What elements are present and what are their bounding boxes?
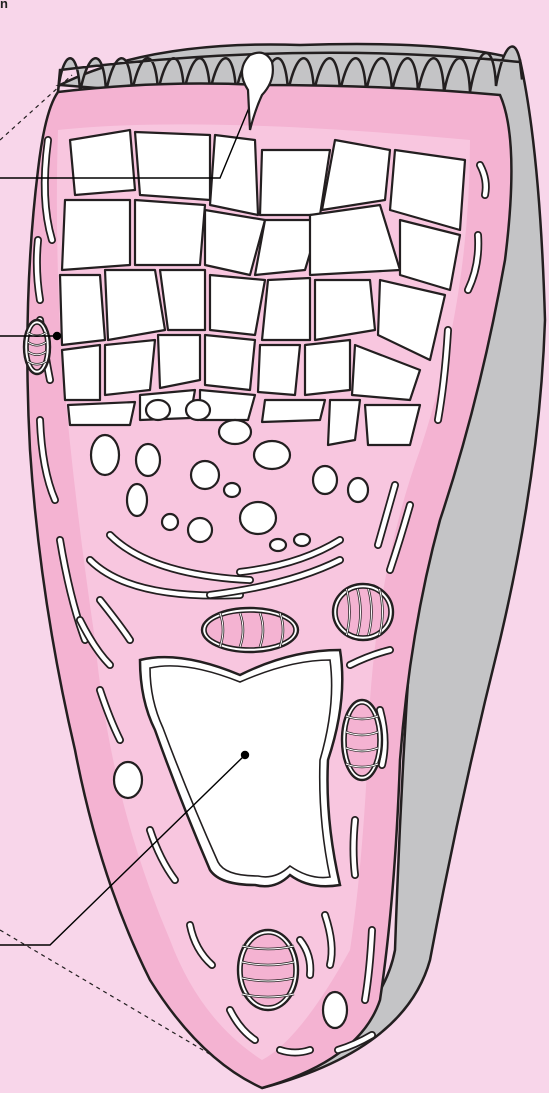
mitochondrion bbox=[202, 608, 298, 652]
vesicle bbox=[160, 270, 205, 330]
dense-granule bbox=[127, 484, 147, 516]
vesicle bbox=[70, 130, 135, 195]
vesicle bbox=[158, 335, 200, 388]
mitochondrion bbox=[342, 700, 382, 780]
vesicle bbox=[68, 402, 135, 425]
vesicle bbox=[135, 132, 210, 200]
dense-granule bbox=[146, 400, 170, 420]
vesicle bbox=[262, 400, 325, 422]
dense-granule bbox=[240, 502, 276, 534]
mitochondrion bbox=[238, 930, 298, 1010]
vesicle bbox=[262, 278, 310, 340]
vesicle bbox=[210, 275, 265, 335]
vesicle bbox=[260, 150, 330, 215]
dense-granule bbox=[114, 762, 142, 798]
dense-granule bbox=[91, 435, 119, 475]
dense-granule bbox=[323, 992, 347, 1028]
vesicle bbox=[105, 340, 155, 395]
vesicle bbox=[315, 280, 375, 340]
dense-granule bbox=[270, 539, 286, 551]
vesicle bbox=[205, 335, 255, 390]
dense-granule bbox=[186, 400, 210, 420]
dense-granule bbox=[219, 420, 251, 444]
vesicle bbox=[365, 405, 420, 445]
vesicle bbox=[105, 270, 165, 340]
mitochondrion bbox=[24, 320, 50, 374]
vesicle bbox=[62, 200, 130, 270]
vesicle bbox=[62, 345, 100, 400]
dense-granule bbox=[294, 534, 310, 546]
dense-granule bbox=[254, 441, 290, 469]
dense-granule bbox=[191, 461, 219, 489]
vesicle bbox=[258, 345, 300, 395]
er-profile-lumen bbox=[354, 820, 356, 875]
dense-granule bbox=[313, 466, 337, 494]
er-profile-lumen bbox=[280, 1050, 310, 1053]
vesicle bbox=[328, 400, 360, 445]
dense-granule bbox=[188, 518, 212, 542]
vesicle bbox=[305, 340, 350, 395]
leader-dot-bottom bbox=[242, 752, 249, 759]
dense-granule bbox=[348, 478, 368, 502]
vesicle bbox=[135, 200, 205, 265]
dense-granule bbox=[136, 444, 160, 476]
mitochondrion bbox=[333, 584, 393, 640]
dense-granule bbox=[224, 483, 240, 497]
vesicle bbox=[322, 140, 390, 210]
panel-label: n bbox=[0, 0, 8, 11]
vesicle bbox=[60, 275, 105, 345]
dense-granule bbox=[162, 514, 178, 530]
leader-dot-middle bbox=[54, 333, 61, 340]
vesicle bbox=[210, 135, 258, 215]
